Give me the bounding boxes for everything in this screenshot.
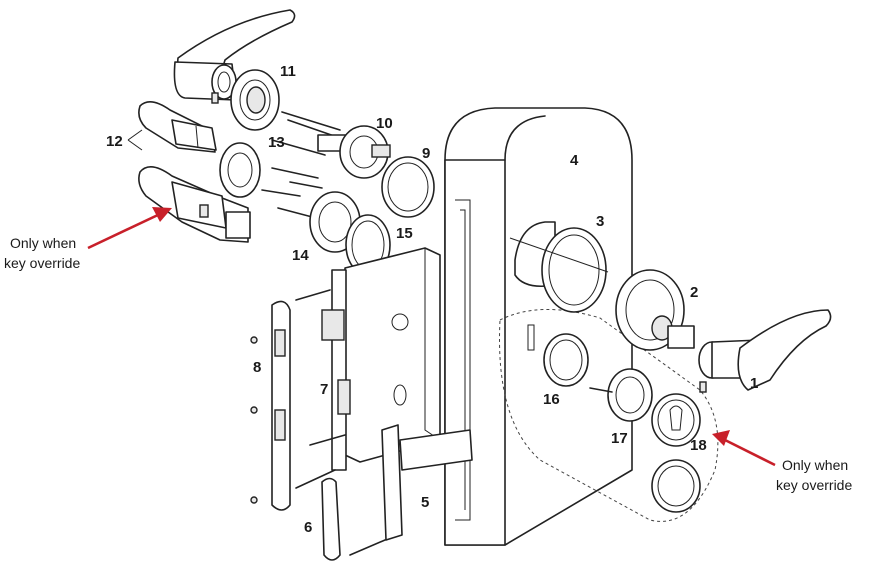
label-6: 6 [304,519,312,536]
note-left-line1: Only when [10,235,76,251]
screws-left [250,289,336,504]
label-14: 14 [292,247,309,264]
note-left-line2: key override [4,255,80,271]
label-2: 2 [690,284,698,301]
label-5: 5 [421,494,429,511]
striker-6 [321,477,341,561]
arrow-left [87,207,172,250]
rose-11 [230,69,280,131]
backplate-17 [589,368,653,422]
rail-5 [349,424,473,556]
ring-16 [543,333,589,387]
label-7: 7 [320,381,328,398]
left-handle [173,9,296,104]
label-13: 13 [268,134,285,151]
label-1: 1 [750,375,758,392]
label-4: 4 [570,152,579,169]
arrow-right [712,430,776,467]
label-11: 11 [280,63,296,80]
ring-9 [381,156,435,218]
cylinder-upper [138,101,217,153]
label-16: 16 [543,391,560,408]
ring-3 [509,227,609,313]
label-18: 18 [690,437,707,454]
right-handle [698,309,832,393]
leader-12 [127,129,143,151]
label-15: 15 [396,225,413,242]
label-3: 3 [596,213,604,230]
rose-13 [219,142,261,198]
note-right-line1: Only when [782,457,848,473]
label-12: 12 [106,133,123,150]
note-right-line2: key override [776,477,852,493]
label-17: 17 [611,430,628,447]
faceplate-8 [271,300,291,511]
label-10: 10 [376,115,393,132]
cylinder-lower [138,166,251,243]
label-9: 9 [422,145,430,162]
escutcheon-18 [651,393,701,513]
rose-2 [615,269,695,351]
lock-case-7 [309,247,441,471]
spindle-10 [317,125,391,179]
label-8: 8 [253,359,261,376]
